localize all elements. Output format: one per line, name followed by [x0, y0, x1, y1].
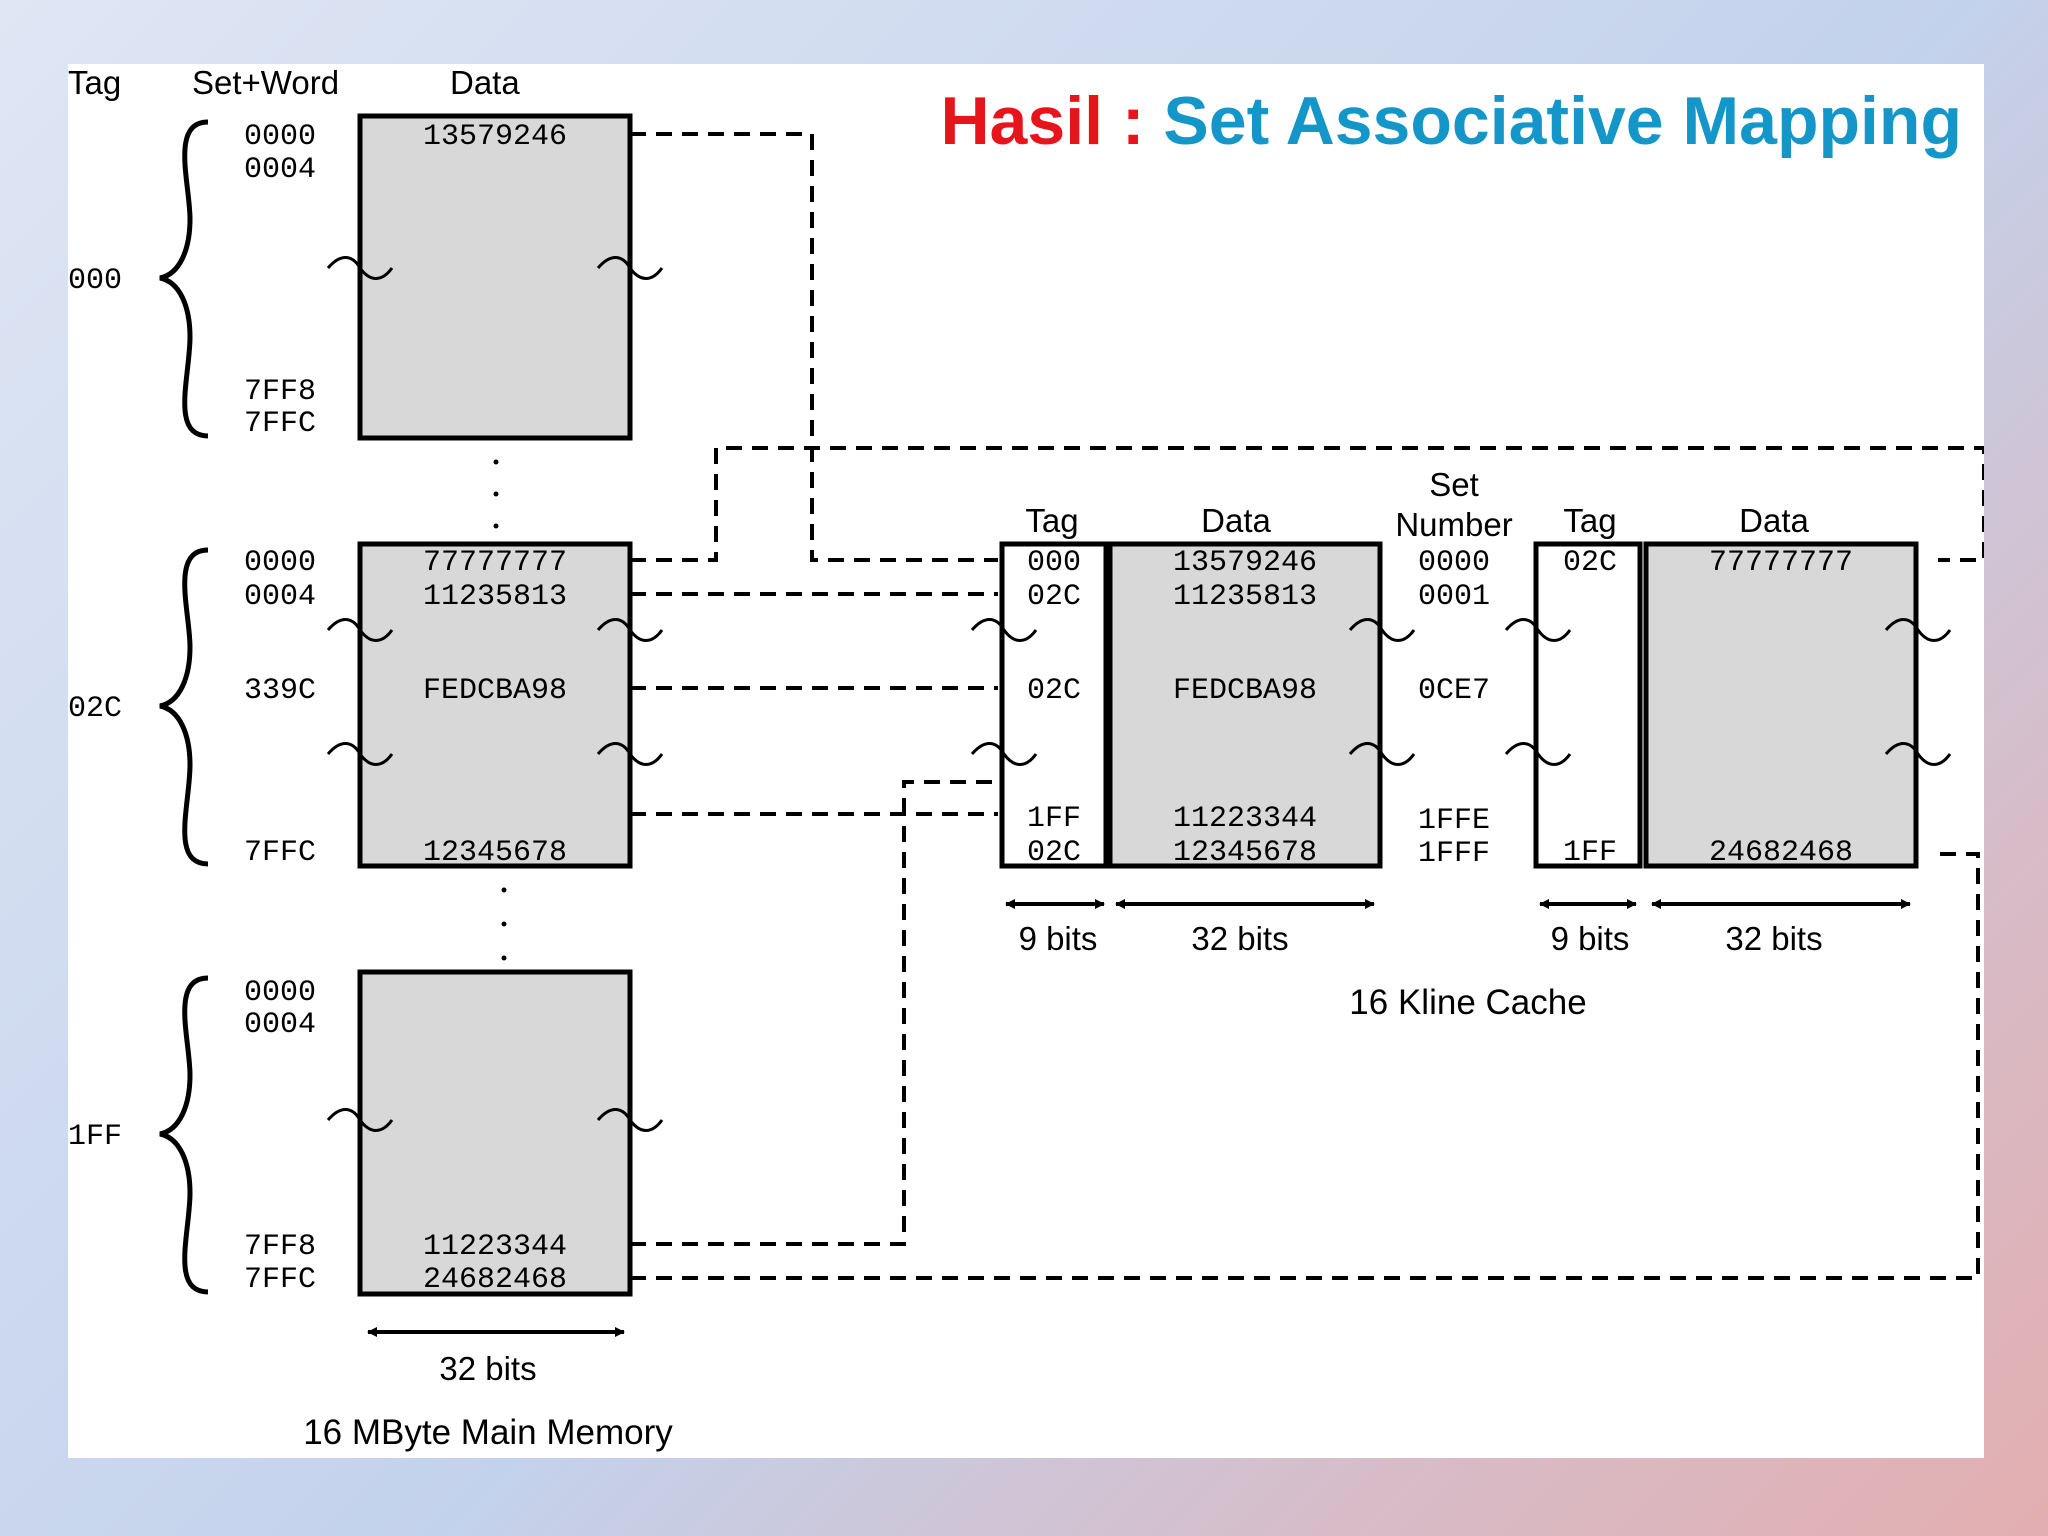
- tilde-icon: [1884, 618, 1952, 642]
- mm-data: FEDCBA98: [423, 674, 567, 708]
- tilde-icon: [596, 1108, 664, 1132]
- cache-header-tag: Tag: [1025, 502, 1078, 539]
- cache-tag: 02C: [1027, 674, 1081, 708]
- mm-block-rect: [357, 541, 633, 869]
- tilde-icon: [326, 742, 394, 766]
- title-main: Set Associative Mapping: [1163, 83, 1962, 159]
- slide-title: Hasil : Set Associative Mapping: [940, 82, 1962, 160]
- cache-tag: 02C: [1027, 580, 1081, 614]
- mm-addr: 7FF8: [244, 375, 316, 409]
- mm-header-tag: Tag: [68, 64, 121, 101]
- cache-set-number: 1FFF: [1418, 837, 1490, 871]
- mm-caption: 16 MByte Main Memory: [303, 1413, 673, 1452]
- cache-data-col-2: [1643, 541, 1919, 869]
- tilde-icon: [1504, 742, 1572, 766]
- mm-addr: 0000: [244, 120, 316, 154]
- mm-addr: 0000: [244, 976, 316, 1010]
- mm-block-rect: [357, 969, 633, 1297]
- mm-data: 11223344: [423, 1230, 567, 1264]
- tilde-icon: [326, 618, 394, 642]
- cache-tag: 02C: [1563, 546, 1617, 580]
- mapping-lines: [630, 132, 1984, 1280]
- cache-width-label: 9 bits: [1019, 920, 1098, 957]
- cache-width-label: 32 bits: [1725, 920, 1822, 957]
- cache-width-label: 9 bits: [1551, 920, 1630, 957]
- cache-data: FEDCBA98: [1173, 674, 1317, 708]
- cache-set-number: 0000: [1418, 546, 1490, 580]
- tilde-icon: [326, 256, 394, 280]
- mm-block-000: 000 0000 0004 7FF8 7FFC 13579246: [68, 113, 664, 441]
- cache-data: 13579246: [1173, 546, 1317, 580]
- mm-addr: 7FFC: [244, 1263, 316, 1297]
- mm-addr: 0004: [244, 153, 316, 187]
- mm-data: 13579246: [423, 120, 567, 154]
- mm-block-tag: 1FF: [68, 1120, 122, 1154]
- tilde-icon: [1348, 618, 1416, 642]
- mm-addr: 7FF8: [244, 1230, 316, 1264]
- cache-caption: 16 Kline Cache: [1349, 983, 1586, 1022]
- cache-header-data2: Data: [1739, 502, 1809, 539]
- mm-header-set-word: Set+Word: [192, 64, 339, 101]
- cache-tag: 1FF: [1027, 802, 1081, 836]
- mm-width-label: 32 bits: [439, 1350, 536, 1387]
- cache-header-tag2: Tag: [1563, 502, 1616, 539]
- mm-data: 24682468: [423, 1263, 567, 1297]
- line-1FF-7FF8: [630, 814, 906, 1246]
- tilde-icon: [1504, 618, 1572, 642]
- cache-data: 77777777: [1709, 546, 1853, 580]
- line-1FF-7FF8-b: [902, 780, 998, 814]
- mm-data: 77777777: [423, 546, 567, 580]
- cache-tag-col-1: [999, 541, 1109, 869]
- mm-brace: [159, 119, 209, 439]
- title-prefix: Hasil :: [940, 83, 1164, 159]
- cache-header-data: Data: [1201, 502, 1271, 539]
- tilde-icon: [1884, 742, 1952, 766]
- cache-data: 12345678: [1173, 836, 1317, 870]
- tilde-icon: [326, 1108, 394, 1132]
- mm-addr: 0004: [244, 1008, 316, 1042]
- ellipsis-dots: [493, 459, 507, 961]
- line-000-0000: [630, 132, 998, 562]
- mm-addr: 0004: [244, 580, 316, 614]
- cache-header-set: Set: [1429, 466, 1479, 503]
- mm-addr: 7FFC: [244, 836, 316, 870]
- mm-brace: [159, 975, 209, 1295]
- slide: Hasil : Set Associative Mapping Tag Set+…: [68, 64, 1984, 1458]
- mm-brace: [159, 547, 209, 867]
- mm-header-data: Data: [450, 64, 520, 101]
- cache-header-number: Number: [1395, 506, 1512, 543]
- tilde-icon: [970, 618, 1038, 642]
- tilde-icon: [1348, 742, 1416, 766]
- line-02C-0000: [630, 446, 1984, 562]
- mm-block-tag: 000: [68, 264, 122, 298]
- tilde-icon: [596, 742, 664, 766]
- cache-set-number: 0001: [1418, 580, 1490, 614]
- cache-data-col-1: [1107, 541, 1383, 869]
- mm-block-1FF: 1FF 0000 0004 7FF8 7FFC 11223344 2468246…: [68, 969, 664, 1297]
- mm-block-02C: 02C 0000 0004 339C 7FFC 77777777 1123581…: [68, 541, 664, 870]
- mm-addr: 0000: [244, 546, 316, 580]
- cache-tag: 000: [1027, 546, 1081, 580]
- mm-data: 11235813: [423, 580, 567, 614]
- mm-addr: 7FFC: [244, 407, 316, 441]
- cache-tag: 02C: [1027, 836, 1081, 870]
- line-1FF-7FFC: [630, 852, 1980, 1280]
- tilde-icon: [596, 256, 664, 280]
- cache-tag: 1FF: [1563, 836, 1617, 870]
- cache: Tag Data Set Number Tag Data 000 1357924…: [970, 466, 1952, 1022]
- cache-data: 11223344: [1173, 802, 1317, 836]
- cache-set-number: 1FFE: [1418, 804, 1490, 838]
- tilde-icon: [596, 618, 664, 642]
- cache-set-number: 0CE7: [1418, 674, 1490, 708]
- mm-block-rect: [357, 113, 633, 441]
- cache-width-label: 32 bits: [1191, 920, 1288, 957]
- mm-addr: 339C: [244, 674, 316, 708]
- cache-tag-col-2: [1533, 541, 1643, 869]
- cache-data: 11235813: [1173, 580, 1317, 614]
- cache-data: 24682468: [1709, 836, 1853, 870]
- tilde-icon: [970, 742, 1038, 766]
- set-associative-mapping-diagram: Tag Set+Word Data 000 0000 0004 7FF8 7FF…: [68, 64, 1984, 1452]
- mm-data: 12345678: [423, 836, 567, 870]
- mm-block-tag: 02C: [68, 692, 122, 726]
